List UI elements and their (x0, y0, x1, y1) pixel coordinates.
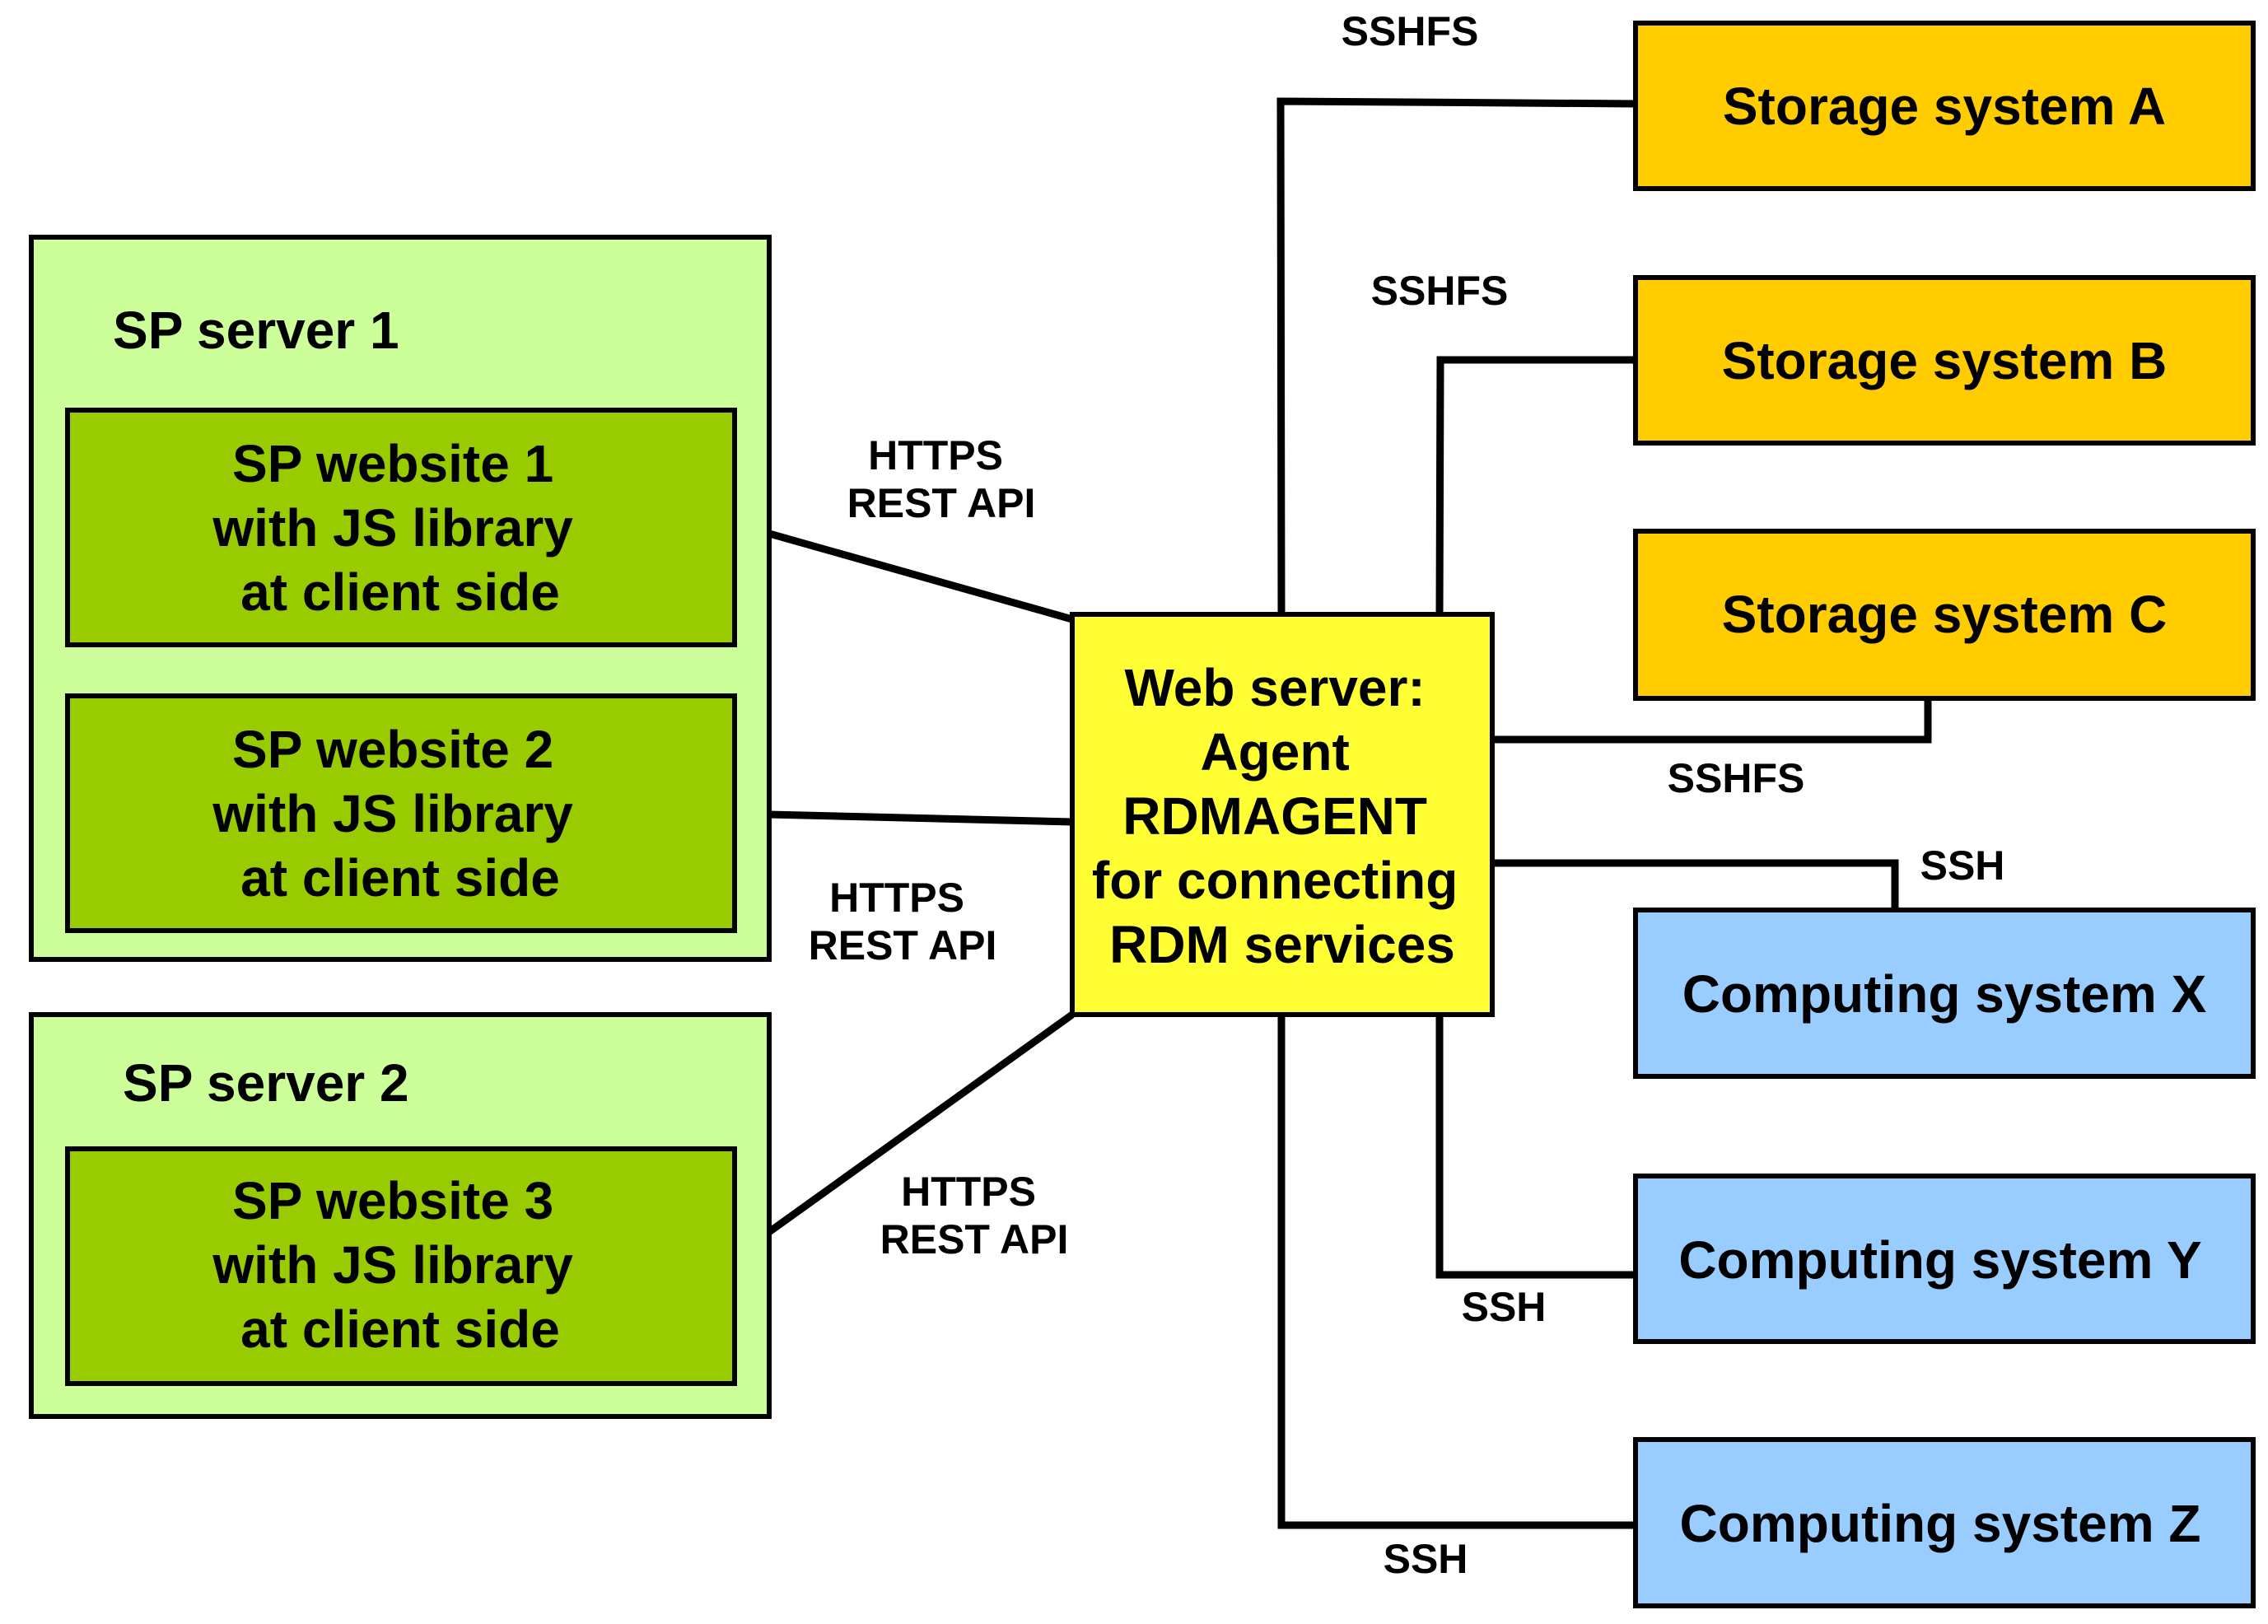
https-label-2: HTTPS REST API (809, 875, 997, 968)
sp-website-2-box (65, 693, 737, 933)
https-label-1: HTTPS REST API (847, 432, 1036, 526)
connector-computing-x (1492, 859, 1899, 910)
computing-system-x-label: Computing system X (1682, 964, 2207, 1024)
computing-system-x-box (1633, 908, 2256, 1079)
sp-server-2-label: SP server 2 (123, 1053, 409, 1113)
sp-website-3-line-3: at client side (240, 1300, 560, 1359)
connector-storage-a (1276, 97, 1636, 615)
connector-storage-b (1435, 356, 1636, 615)
sp-website-3-text: SP website 3 with JS library at client s… (212, 1171, 587, 1359)
storage-system-c-label: Storage system C (1722, 585, 2168, 644)
sp-website-3-line-1: SP website 3 (232, 1171, 553, 1230)
web-server-line-3: RDMAGENT (1122, 786, 1427, 846)
ssh-label-z: SSH (1384, 1536, 1468, 1582)
sp-website-2-text: SP website 2 with JS library at client s… (212, 720, 587, 908)
ssh-label-x: SSH (1920, 842, 2005, 889)
connector-storage-c (1492, 698, 1932, 744)
connector-website-2 (734, 810, 1073, 826)
sp-website-2-line-3: at client side (240, 848, 560, 908)
https-label-2-line-1: HTTPS (829, 875, 964, 921)
sp-website-1-line-1: SP website 1 (232, 434, 553, 493)
https-label-3-line-2: REST API (880, 1216, 1069, 1262)
sp-website-3-box (65, 1146, 737, 1386)
storage-system-b-label: Storage system B (1722, 331, 2168, 390)
connector-website-3 (732, 1011, 1075, 1260)
sshfs-label-b: SSHFS (1371, 268, 1509, 314)
sp-server-1-label: SP server 1 (113, 301, 399, 360)
connector-computing-y (1435, 1015, 1636, 1279)
storage-system-b-box (1633, 275, 2256, 446)
sshfs-label-c: SSHFS (1668, 755, 1805, 801)
web-server-line-4: for connecting (1092, 851, 1458, 910)
sp-website-1-box (65, 408, 737, 647)
web-server-text: Web server: Agent RDMAGENT for connectin… (1092, 658, 1472, 974)
computing-system-z-box (1633, 1437, 2256, 1608)
connector-computing-z (1277, 1015, 1636, 1529)
sp-website-1-line-2: with JS library (212, 498, 573, 558)
ssh-label-y: SSH (1462, 1284, 1547, 1330)
sp-website-1-line-3: at client side (240, 562, 560, 622)
https-label-1-line-2: REST API (847, 480, 1036, 526)
computing-system-y-label: Computing system Y (1678, 1230, 2201, 1290)
https-label-1-line-1: HTTPS (868, 432, 1003, 478)
sshfs-label-a: SSHFS (1342, 8, 1479, 54)
storage-system-a-box (1633, 21, 2256, 191)
https-label-3-line-1: HTTPS (901, 1169, 1036, 1215)
computing-system-y-box (1633, 1174, 2256, 1344)
web-server-line-1: Web server: (1125, 658, 1426, 717)
connectors (732, 97, 1932, 1529)
sp-website-2-line-2: with JS library (212, 784, 573, 843)
web-server-box (1070, 612, 1495, 1017)
storage-system-a-label: Storage system A (1723, 77, 2166, 136)
sp-website-1-text: SP website 1 with JS library at client s… (212, 434, 587, 622)
connector-website-1 (733, 520, 1074, 623)
sp-website-3-line-2: with JS library (212, 1235, 573, 1295)
web-server-line-2: Agent (1200, 722, 1349, 782)
computing-system-z-label: Computing system Z (1680, 1494, 2201, 1553)
https-label-2-line-2: REST API (809, 922, 997, 968)
sp-website-2-line-1: SP website 2 (232, 720, 553, 779)
https-label-3: HTTPS REST API (880, 1169, 1069, 1262)
storage-system-c-box (1633, 529, 2256, 701)
web-server-line-5: RDM services (1109, 915, 1455, 974)
